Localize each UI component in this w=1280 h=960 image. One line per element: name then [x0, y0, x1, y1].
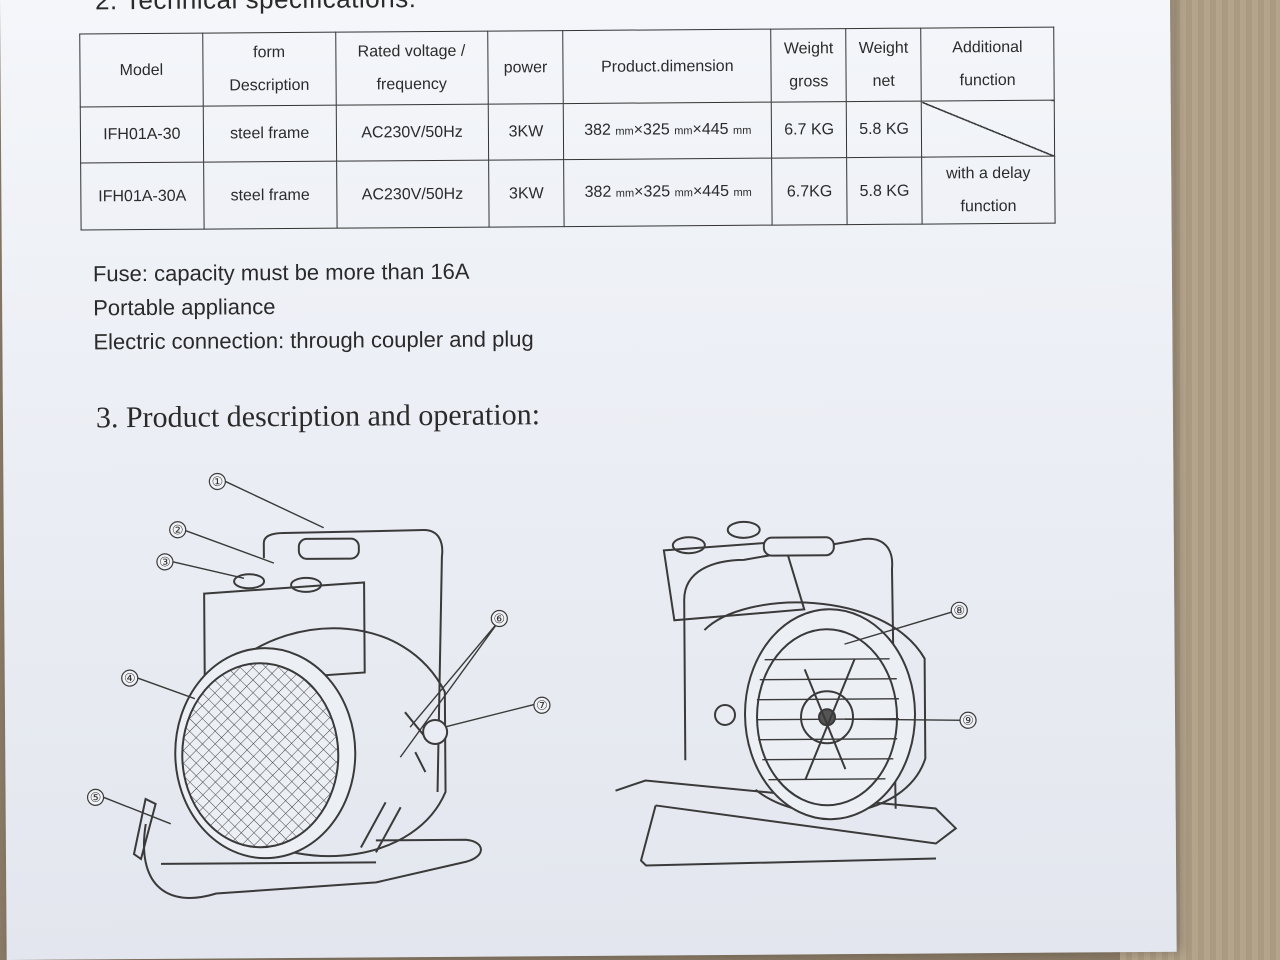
cell-voltage: AC230V/50Hz — [336, 160, 489, 229]
dim-a: 382 — [584, 121, 611, 139]
callout-7: ⑦ — [536, 698, 548, 713]
cell-dimension: 382 mm×325 mm×445 mm — [564, 158, 773, 227]
callout-9: ⑨ — [962, 713, 974, 728]
callout-8: ⑧ — [953, 603, 965, 618]
callout-5: ⑤ — [90, 790, 102, 805]
header-add-line1: Additional — [952, 38, 1023, 57]
section-title-product-description: 3. Product description and operation: — [95, 398, 541, 435]
header-net-line1: Weight — [858, 39, 909, 58]
dim-times: × — [634, 183, 644, 201]
header-form-line2: Description — [229, 76, 310, 95]
dim-unit: mm — [615, 125, 634, 138]
cell-additional-function: with a delay function — [921, 156, 1056, 225]
header-form-line1: form — [253, 44, 286, 62]
header-weight-net: Weight net — [845, 28, 922, 102]
dim-times: × — [692, 121, 702, 139]
cell-weight-gross: 6.7KG — [771, 157, 848, 226]
header-add-line2: function — [959, 71, 1016, 90]
cell-dimension: 382 mm×325 mm×445 mm — [563, 102, 772, 160]
heater-line-drawing: ① ② ③ ④ ⑤ ⑥ ⑦ ⑧ ⑨ — [86, 472, 977, 899]
additional-line2: function — [960, 197, 1017, 216]
note-portable: Portable appliance — [93, 294, 276, 321]
dim-c: 445 — [701, 120, 729, 139]
header-weight-gross: Weight gross — [770, 28, 847, 103]
table-row: IFH01A-30A steel frame AC230V/50Hz 3KW 3… — [80, 156, 1056, 230]
dim-times: × — [692, 182, 703, 200]
cell-power: 3KW — [487, 103, 565, 161]
header-dimension: Product.dimension — [563, 29, 772, 104]
callout-1: ① — [211, 474, 223, 489]
cell-form: steel frame — [203, 161, 337, 230]
cell-weight-net: 5.8 KG — [846, 101, 922, 158]
header-voltage-line1: Rated voltage / — [357, 42, 466, 61]
table-row: IFH01A-30 steel frame AC230V/50Hz 3KW 38… — [80, 100, 1055, 163]
cell-model: IFH01A-30 — [80, 106, 204, 163]
note-fuse: Fuse: capacity must be more than 16A — [92, 258, 470, 287]
header-gross-line1: Weight — [783, 40, 834, 58]
manual-page: 2. Technical specifications: Model formD… — [0, 0, 1177, 960]
header-net-line2: net — [872, 72, 895, 90]
dim-unit: mm — [674, 186, 693, 199]
product-diagram: ① ② ③ ④ ⑤ ⑥ ⑦ ⑧ ⑨ — [73, 458, 1076, 935]
cell-additional-none — [921, 100, 1055, 158]
heater-rear-view — [615, 520, 958, 867]
callout-4: ④ — [124, 671, 136, 686]
header-voltage-line2: frequency — [376, 75, 447, 94]
heater-front-view — [132, 529, 482, 899]
additional-line1: with a delay — [945, 164, 1031, 183]
header-gross-line2: gross — [789, 73, 829, 91]
dim-c: 445 — [702, 182, 730, 200]
header-power: power — [487, 30, 564, 105]
cell-weight-net: 5.8 KG — [846, 157, 923, 225]
cell-power: 3KW — [488, 159, 565, 228]
dim-b: 325 — [643, 182, 671, 201]
dim-unit: mm — [732, 124, 752, 137]
dim-unit: mm — [615, 187, 635, 200]
cell-voltage: AC230V/50Hz — [335, 104, 489, 162]
cell-form: steel frame — [203, 105, 337, 163]
dim-unit: mm — [674, 125, 693, 138]
callout-3: ③ — [159, 554, 171, 569]
dim-a: 382 — [584, 183, 612, 201]
section-title-technical-specifications: 2. Technical specifications: — [95, 0, 417, 16]
dim-b: 325 — [642, 121, 670, 139]
header-additional-function: Additional function — [920, 27, 1055, 102]
callout-leaders — [103, 480, 966, 825]
note-electric-connection: Electric connection: through coupler and… — [93, 326, 534, 355]
cell-weight-gross: 6.7 KG — [771, 101, 847, 159]
header-voltage: Rated voltage / frequency — [335, 31, 488, 106]
dim-unit: mm — [733, 186, 752, 199]
callout-6: ⑥ — [493, 611, 505, 626]
spec-notes: Fuse: capacity must be more than 16A Por… — [93, 254, 534, 359]
header-model: Model — [79, 33, 204, 107]
cell-model: IFH01A-30A — [80, 162, 204, 230]
dim-times: × — [633, 121, 644, 139]
callout-2: ② — [172, 522, 184, 537]
